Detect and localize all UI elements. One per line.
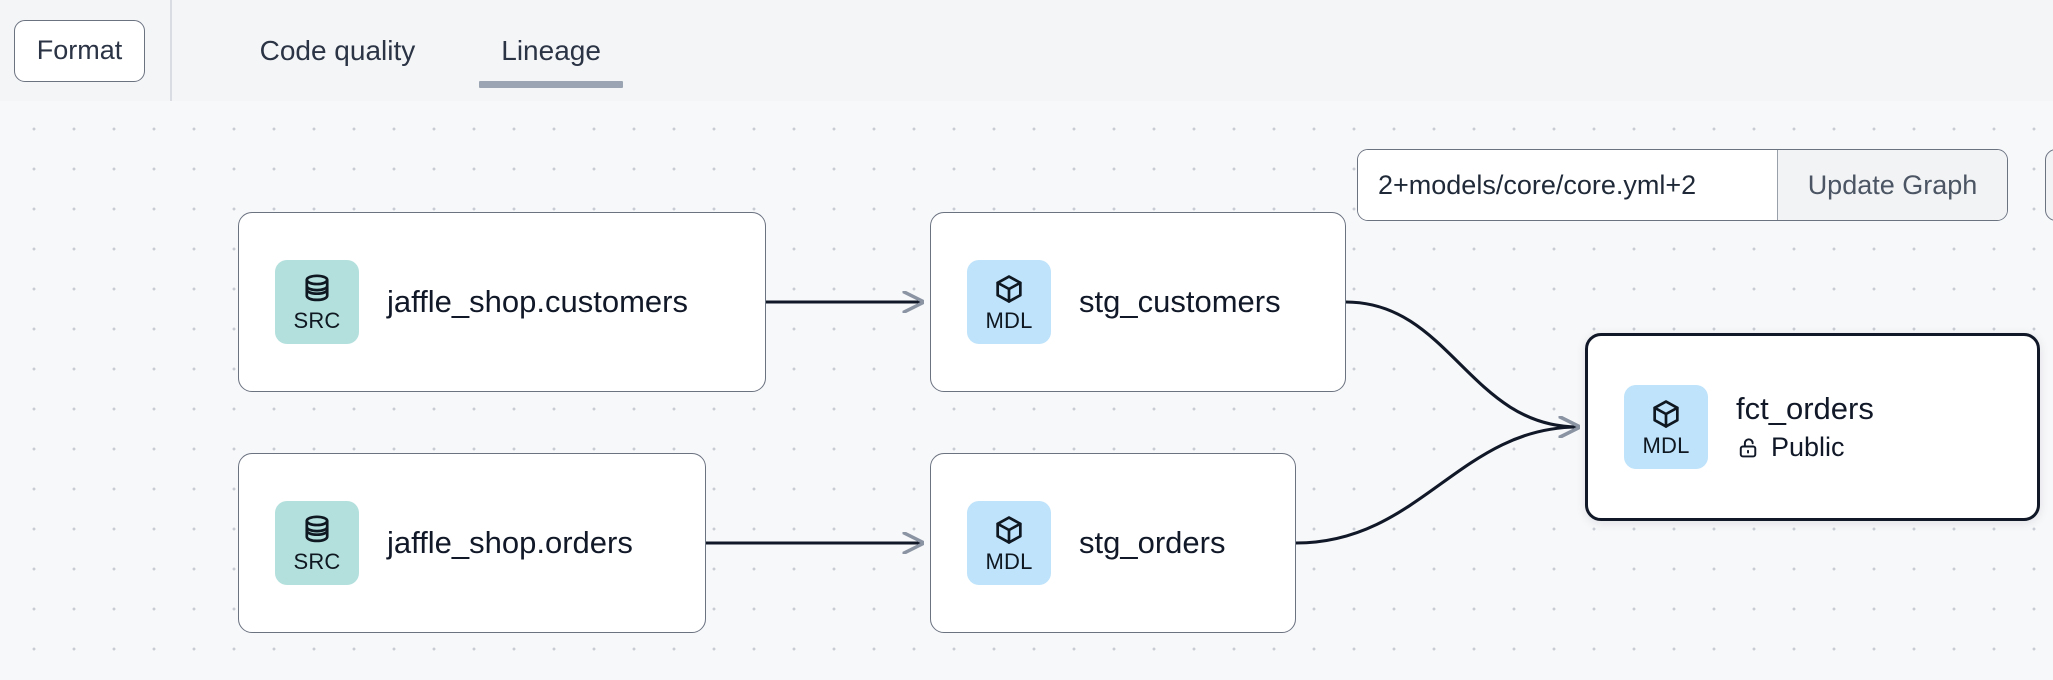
badge-src: SRC <box>275 501 359 585</box>
toolbar-left-group: Format <box>0 0 170 101</box>
edge-stg-orders-to-fct-orders <box>1295 427 1578 545</box>
cube-icon <box>996 516 1022 544</box>
node-body: stg_orders <box>1079 525 1225 561</box>
editor-toolbar: Format Code quality Lineage <box>0 0 2053 101</box>
lineage-node-stg-customers[interactable]: MDL stg_customers <box>930 212 1346 392</box>
tab-code-quality-underline <box>238 81 438 88</box>
cube-icon <box>996 275 1022 303</box>
lineage-canvas[interactable]: SRC jaffle_shop.customers SRC jaffle_sho… <box>0 101 2053 680</box>
edge-stg-customers-to-fct-orders <box>1345 300 1578 427</box>
badge-mdl: MDL <box>967 501 1051 585</box>
node-title: jaffle_shop.orders <box>387 525 633 561</box>
lineage-node-jaffle-shop-customers[interactable]: SRC jaffle_shop.customers <box>238 212 766 392</box>
graph-search-group: Update Graph <box>1357 149 2008 221</box>
database-icon <box>305 274 329 302</box>
tab-bar: Code quality Lineage <box>172 0 623 101</box>
toolbar-divider <box>170 0 172 101</box>
node-body: fct_orders Public <box>1736 391 1874 464</box>
lineage-node-fct-orders[interactable]: MDL fct_orders Public <box>1585 333 2040 521</box>
graph-controls: Update Graph <box>1357 149 2008 221</box>
node-title: stg_customers <box>1079 284 1281 320</box>
tab-code-quality-label: Code quality <box>259 34 416 66</box>
node-body: jaffle_shop.customers <box>387 284 688 320</box>
tab-lineage-underline <box>479 81 623 88</box>
format-button[interactable]: Format <box>14 19 145 82</box>
cube-icon <box>1653 400 1679 428</box>
tab-lineage[interactable]: Lineage <box>479 0 623 101</box>
node-access: Public <box>1736 432 1874 463</box>
lineage-node-stg-orders[interactable]: MDL stg_orders <box>930 453 1296 633</box>
node-access-label: Public <box>1771 432 1845 463</box>
badge-mdl-label: MDL <box>985 308 1033 333</box>
node-body: stg_customers <box>1079 284 1281 320</box>
badge-mdl-label: MDL <box>985 549 1033 574</box>
badge-src-label: SRC <box>293 308 341 333</box>
node-title: jaffle_shop.customers <box>387 284 688 320</box>
lineage-node-jaffle-shop-orders[interactable]: SRC jaffle_shop.orders <box>238 453 706 633</box>
badge-src-label: SRC <box>293 549 341 574</box>
node-title: stg_orders <box>1079 525 1226 561</box>
badge-src: SRC <box>275 260 359 344</box>
update-graph-button[interactable]: Update Graph <box>1777 150 2007 220</box>
database-icon <box>305 515 329 543</box>
badge-mdl: MDL <box>967 260 1051 344</box>
node-title: fct_orders <box>1736 390 1874 426</box>
badge-mdl: MDL <box>1624 385 1708 469</box>
unlock-icon <box>1739 438 1757 458</box>
tab-code-quality[interactable]: Code quality <box>238 0 438 101</box>
overflow-control-button[interactable] <box>2045 149 2053 221</box>
badge-mdl-label: MDL <box>1642 433 1690 458</box>
node-body: jaffle_shop.orders <box>387 525 633 561</box>
tab-lineage-label: Lineage <box>501 34 601 66</box>
graph-selector-input[interactable] <box>1358 150 1777 220</box>
